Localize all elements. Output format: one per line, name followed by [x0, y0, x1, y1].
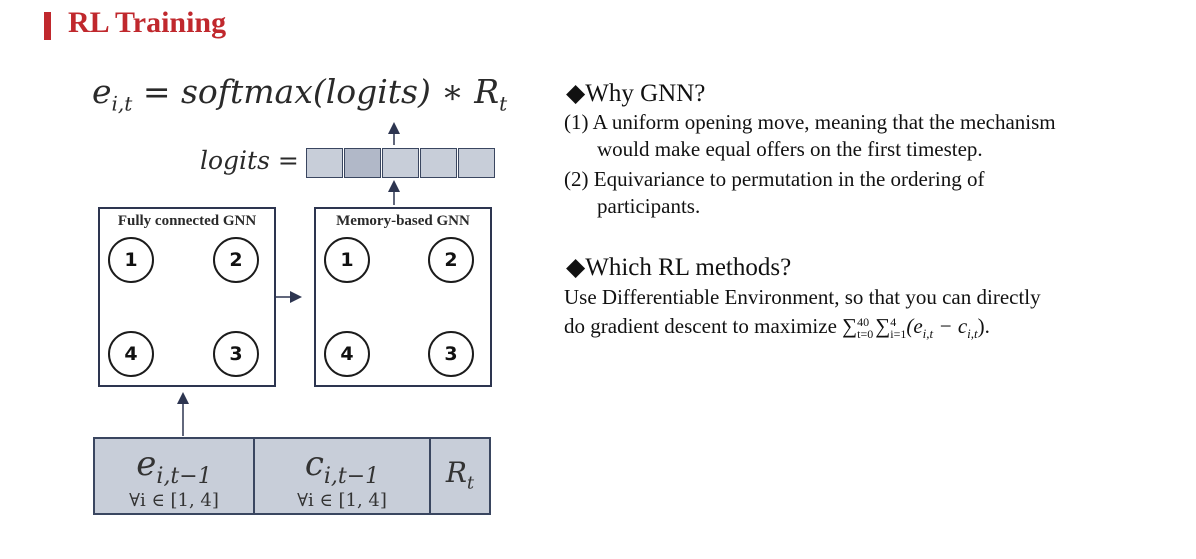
why-item-1-lead: (1) A uniform opening move, meaning that… — [564, 110, 1056, 134]
input-c-condition: ∀i ∈ [1, 4] — [297, 489, 387, 511]
input-c-segment: ci,t−1 ∀i ∈ [1, 4] — [255, 439, 431, 513]
gnn-left-node: 3 — [213, 331, 259, 377]
sum2-sub: i=1 — [890, 327, 907, 342]
gnn-left-title: Fully connected GNN — [117, 213, 257, 229]
sum1-sub: t=0 — [857, 327, 874, 342]
which-line2-text: do gradient descent to maximize ∑ — [564, 314, 858, 338]
sum2-symbol: ∑ — [875, 314, 891, 338]
input-r-symbol: R — [445, 456, 467, 489]
logit-cell — [420, 148, 457, 178]
page-title: RL Training — [68, 6, 227, 39]
input-e-symbol: e — [136, 444, 157, 484]
logit-cell — [382, 148, 419, 178]
input-e-segment: ei,t−1 ∀i ∈ [1, 4] — [95, 439, 255, 513]
logit-cell — [458, 148, 495, 178]
sum-expr-sub1: i,t — [922, 326, 934, 342]
logit-cell — [306, 148, 343, 178]
formula-e: e — [92, 72, 112, 111]
input-c-subscript: i,t−1 — [323, 463, 380, 489]
formula-subscript-t: t — [499, 91, 508, 116]
why-gnn-item-1: (1) A uniform opening move, meaning that… — [564, 109, 1194, 163]
why-item-2-cont: participants. — [597, 194, 701, 218]
input-vector: ei,t−1 ∀i ∈ [1, 4] ci,t−1 ∀i ∈ [1, 4] Rt — [93, 437, 491, 515]
logit-cell — [344, 148, 381, 178]
why-gnn-item-2: (2) Equivariance to permutation in the o… — [564, 166, 1194, 220]
sum-expr-sub2: i,t — [967, 326, 978, 342]
gnn-left-node: 4 — [108, 331, 154, 377]
gnn-left-node: 1 — [108, 237, 154, 283]
output-formula: ei,t = softmax(logits) ∗ Rt — [92, 72, 507, 116]
sum2-sup: 4 — [890, 315, 897, 330]
title-accent-bar — [44, 12, 51, 40]
gnn-left-node: 2 — [213, 237, 259, 283]
input-c-symbol: c — [304, 444, 324, 484]
sum1-sup: 40 — [857, 315, 870, 330]
which-rl-line-1: Use Differentiable Environment, so that … — [564, 285, 1041, 309]
input-r-subscript: t — [466, 472, 475, 494]
gnn-right-node: 1 — [324, 237, 370, 283]
input-r-segment: Rt — [431, 439, 489, 513]
which-rl-heading: ◆Which RL methods? — [566, 254, 792, 281]
gnn-right-node: 4 — [324, 331, 370, 377]
sum-minus: − c — [933, 314, 968, 338]
gnn-right-node: 2 — [428, 237, 474, 283]
formula-body: = softmax(logits) ∗ R — [142, 72, 500, 111]
why-item-1-cont: would make equal offers on the first tim… — [597, 137, 983, 161]
why-item-2-lead: (2) Equivariance to permutation in the o… — [564, 167, 985, 191]
logits-label: logits = — [200, 146, 299, 175]
sum-end: ). — [977, 314, 990, 338]
gnn-right-node: 3 — [428, 331, 474, 377]
why-gnn-heading: ◆Why GNN? — [566, 80, 706, 107]
formula-subscript: i,t — [111, 91, 133, 116]
input-e-condition: ∀i ∈ [1, 4] — [129, 489, 219, 511]
input-e-subscript: i,t−1 — [156, 463, 212, 489]
gnn-right-title: Memory-based GNN — [336, 213, 470, 229]
sum-expr: (e — [906, 314, 923, 338]
